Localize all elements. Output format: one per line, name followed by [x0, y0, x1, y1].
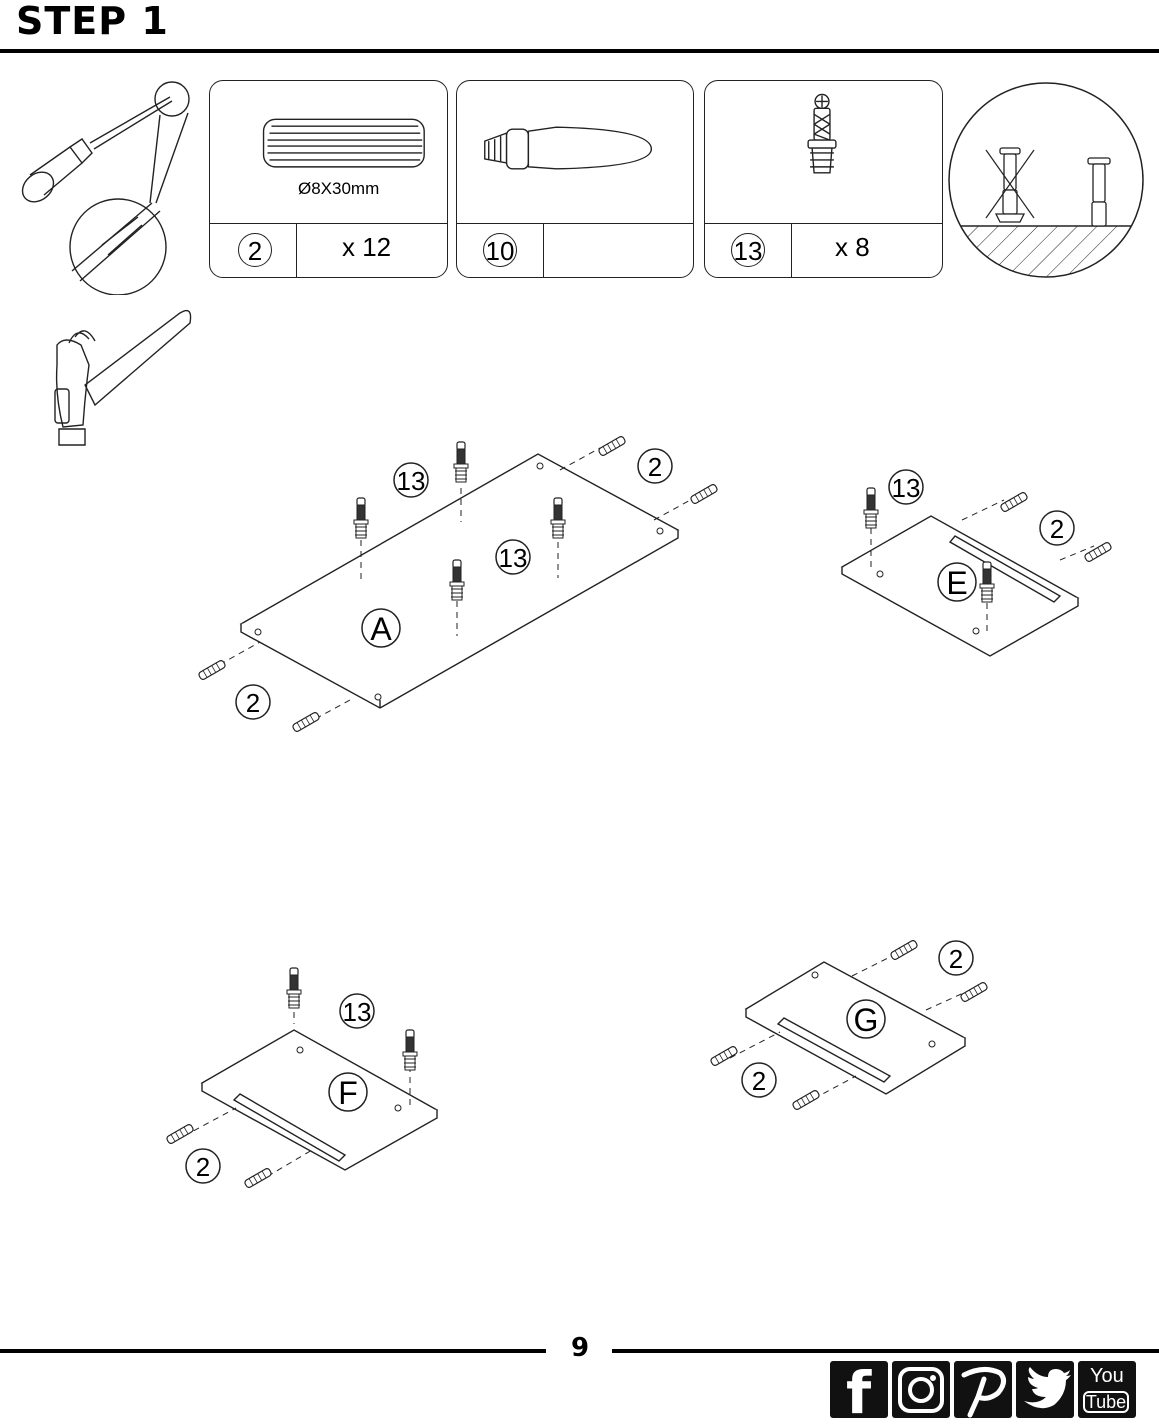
panel-label-e: E — [946, 565, 967, 601]
dowel-spec: Ø8X30mm — [298, 179, 380, 198]
panel-circle — [328, 1072, 368, 1112]
hammer-icon — [54, 309, 192, 446]
instagram-icon[interactable] — [892, 1361, 950, 1418]
page-number: 9 — [570, 1333, 590, 1363]
footer-divider-left — [0, 1349, 546, 1353]
callout-label: 13 — [397, 466, 426, 496]
twitter-icon[interactable] — [1016, 1361, 1074, 1418]
header-divider — [0, 49, 1159, 53]
callout-circle — [495, 539, 531, 575]
callout-label: 2 — [752, 1066, 766, 1096]
callout-label: 13 — [892, 473, 921, 503]
step-title: STEP 1 — [16, 0, 169, 43]
callout-circle — [741, 1062, 777, 1098]
callout-label: 2 — [648, 452, 662, 482]
callout-label: 2 — [246, 688, 260, 718]
callout-label: 13 — [499, 543, 528, 573]
hardware-card-cam-bolt: 13 x 8 — [704, 80, 943, 278]
panel-circle — [846, 999, 886, 1039]
facebook-icon[interactable]: f — [830, 1359, 888, 1427]
callout-circle — [637, 448, 673, 484]
hardware-card-cam-bolt-sleeve: 10 — [456, 80, 694, 278]
part-number: 2 — [238, 233, 272, 267]
callout-label: 2 — [1050, 514, 1064, 544]
install-detail-icon — [948, 82, 1144, 278]
hardware-row: 10 — [457, 223, 693, 277]
callout-label: 13 — [343, 997, 372, 1027]
panel-circle — [937, 562, 977, 602]
callout-circle — [235, 684, 271, 720]
panel-label-f: F — [338, 1075, 358, 1111]
hardware-card-dowel: Ø8X30mm 2 x 12 — [209, 80, 448, 278]
bolt-sleeve-icon — [484, 126, 653, 170]
youtube-icon[interactable]: You Tube — [1078, 1361, 1136, 1418]
callout-circle — [1039, 510, 1075, 546]
cam-bolt-icon — [807, 93, 837, 174]
callout-circle — [185, 1148, 221, 1184]
part-number: 10 — [483, 233, 517, 267]
hardware-row: 13 x 8 — [705, 223, 942, 277]
part-number: 13 — [731, 233, 765, 267]
callout-circle — [888, 469, 924, 505]
callout-label: 2 — [949, 944, 963, 974]
panel-circle — [361, 608, 401, 648]
part-quantity: x 12 — [342, 232, 392, 262]
panel-label-g: G — [854, 1002, 879, 1038]
callout-circle — [938, 940, 974, 976]
hardware-row: 2 x 12 — [210, 223, 447, 277]
part-quantity: x 8 — [835, 232, 870, 262]
screwdriver-icon — [21, 81, 190, 295]
callout-label: 2 — [196, 1152, 210, 1182]
callout-circle — [393, 462, 429, 498]
panel-label-a: A — [370, 611, 392, 647]
pinterest-icon[interactable] — [954, 1361, 1012, 1418]
callout-circle — [339, 993, 375, 1029]
dowel-icon — [262, 118, 425, 168]
footer-divider-right — [612, 1349, 1159, 1353]
